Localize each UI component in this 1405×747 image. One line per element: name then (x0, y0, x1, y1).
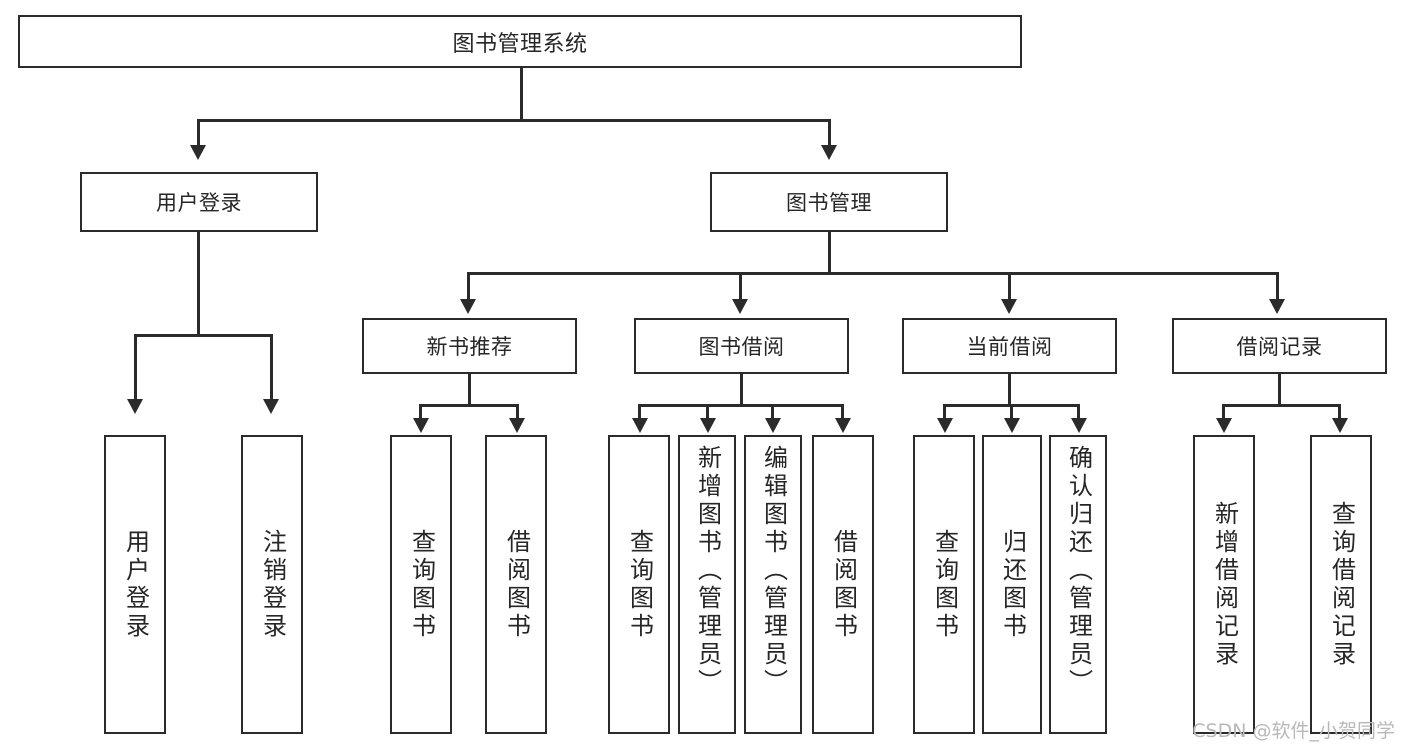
connector-borrow-record-to-leaf-2 (1338, 404, 1341, 420)
connector-book-borrow-to-leaf-4 (841, 404, 844, 420)
leaf-query-book-borrow[interactable]: 查询图书 (608, 435, 670, 734)
connector-new-book-to-leaf-1 (419, 404, 422, 420)
connector-book-borrow-to-leaf-2 (706, 404, 709, 420)
arrowhead-book-borrow-leaf-1 (632, 418, 648, 433)
connector-current-borrow-to-leaf-3 (1077, 404, 1080, 420)
leaf-confirm-return-admin[interactable]: 确认归还（管理员） (1049, 435, 1107, 734)
connector-book-mgmt-bus (467, 272, 1279, 275)
leaf-return-book[interactable]: 归还图书 (982, 435, 1042, 734)
leaf-add-borrow-record[interactable]: 新增借阅记录 (1193, 435, 1255, 734)
connector-root-to-book-mgmt (828, 119, 831, 148)
node-label: 查询图书 (407, 528, 436, 641)
connector-current-borrow-to-leaf-2 (1010, 404, 1013, 420)
connector-book-borrow-stem (740, 374, 743, 406)
node-book-borrow[interactable]: 图书借阅 (634, 318, 849, 374)
node-user-login[interactable]: 用户登录 (80, 172, 318, 232)
node-label: 新增借阅记录 (1210, 500, 1239, 669)
connector-current-borrow-to-leaf-1 (943, 404, 946, 420)
arrowhead-book-borrow-leaf-3 (765, 418, 781, 433)
leaf-edit-book-admin[interactable]: 编辑图书（管理员） (744, 435, 802, 734)
arrowhead-root-to-book-mgmt (821, 145, 837, 160)
connector-root-bus (197, 119, 831, 122)
node-label: 新增图书（管理员） (693, 445, 722, 697)
connector-book-mgmt-to-book-borrow (739, 272, 742, 302)
node-label: 编辑图书（管理员） (759, 445, 788, 697)
connector-book-mgmt-stem (828, 232, 831, 274)
connector-book-mgmt-to-borrow-record (1276, 272, 1279, 302)
arrowhead-borrow-record-leaf-2 (1332, 418, 1348, 433)
leaf-query-borrow-record[interactable]: 查询借阅记录 (1310, 435, 1372, 734)
leaf-logout[interactable]: 注销登录 (241, 435, 303, 734)
connector-book-mgmt-to-new-book (467, 272, 470, 302)
arrowhead-root-to-user-login (190, 145, 206, 160)
connector-book-borrow-to-leaf-1 (638, 404, 641, 420)
node-label: 确认归还（管理员） (1064, 445, 1093, 697)
leaf-query-book-current[interactable]: 查询图书 (913, 435, 975, 734)
arrowhead-current-borrow-leaf-2 (1004, 418, 1020, 433)
connector-new-book-stem (468, 374, 471, 406)
arrowhead-user-login-leaf-1 (127, 399, 143, 414)
node-label: 当前借阅 (966, 335, 1053, 359)
node-label: 图书管理系统 (452, 31, 588, 57)
node-label: 查询借阅记录 (1327, 500, 1356, 669)
node-label: 查询图书 (930, 528, 959, 641)
arrowhead-current-borrow-leaf-1 (937, 418, 953, 433)
leaf-add-book-admin[interactable]: 新增图书（管理员） (678, 435, 736, 734)
node-label: 注销登录 (258, 528, 287, 641)
arrowhead-current-borrow-leaf-3 (1071, 418, 1087, 433)
leaf-borrow-book-new[interactable]: 借阅图书 (485, 435, 547, 734)
connector-borrow-record-to-leaf-1 (1222, 404, 1225, 420)
arrowhead-new-book-leaf-1 (413, 418, 429, 433)
connector-root-stem (520, 68, 523, 121)
connector-root-to-user-login (197, 119, 200, 148)
connector-user-login-to-leaf-2 (270, 334, 273, 402)
node-current-borrow[interactable]: 当前借阅 (902, 318, 1117, 374)
node-label: 查询图书 (625, 528, 654, 641)
arrowhead-book-mgmt-book-borrow (732, 299, 748, 314)
connector-new-book-bus (419, 404, 519, 407)
node-label: 用户登录 (121, 528, 150, 641)
connector-borrow-record-bus (1222, 404, 1341, 407)
arrowhead-book-borrow-leaf-4 (835, 418, 851, 433)
leaf-user-login[interactable]: 用户登录 (104, 435, 166, 734)
node-label: 图书管理 (786, 191, 872, 215)
arrowhead-new-book-leaf-2 (509, 418, 525, 433)
arrowhead-user-login-leaf-2 (263, 399, 279, 414)
node-borrow-record[interactable]: 借阅记录 (1172, 318, 1387, 374)
arrowhead-book-borrow-leaf-2 (700, 418, 716, 433)
arrowhead-book-mgmt-current-borrow (1001, 299, 1017, 314)
node-label: 图书借阅 (698, 335, 785, 359)
node-label: 借阅图书 (829, 528, 858, 641)
node-label: 借阅图书 (502, 528, 531, 641)
connector-book-borrow-bus (638, 404, 844, 407)
node-label: 新书推荐 (426, 335, 513, 359)
connector-book-mgmt-to-current-borrow (1008, 272, 1011, 302)
connector-user-login-stem (197, 232, 200, 336)
leaf-borrow-book[interactable]: 借阅图书 (812, 435, 874, 734)
node-book-management[interactable]: 图书管理 (710, 172, 948, 232)
node-root-system[interactable]: 图书管理系统 (18, 15, 1022, 68)
node-label: 归还图书 (998, 528, 1027, 641)
node-new-book-recommend[interactable]: 新书推荐 (362, 318, 577, 374)
connector-user-login-bus (134, 334, 272, 337)
connector-new-book-to-leaf-2 (516, 404, 519, 420)
node-label: 用户登录 (156, 191, 242, 215)
leaf-query-book-new[interactable]: 查询图书 (390, 435, 452, 734)
connector-user-login-to-leaf-1 (134, 334, 137, 402)
connector-book-borrow-to-leaf-3 (771, 404, 774, 420)
arrowhead-book-mgmt-new-book (460, 299, 476, 314)
node-label: 借阅记录 (1236, 335, 1323, 359)
arrowhead-borrow-record-leaf-1 (1216, 418, 1232, 433)
connector-borrow-record-stem (1278, 374, 1281, 406)
arrowhead-book-mgmt-borrow-record (1269, 299, 1285, 314)
connector-current-borrow-stem (1008, 374, 1011, 406)
